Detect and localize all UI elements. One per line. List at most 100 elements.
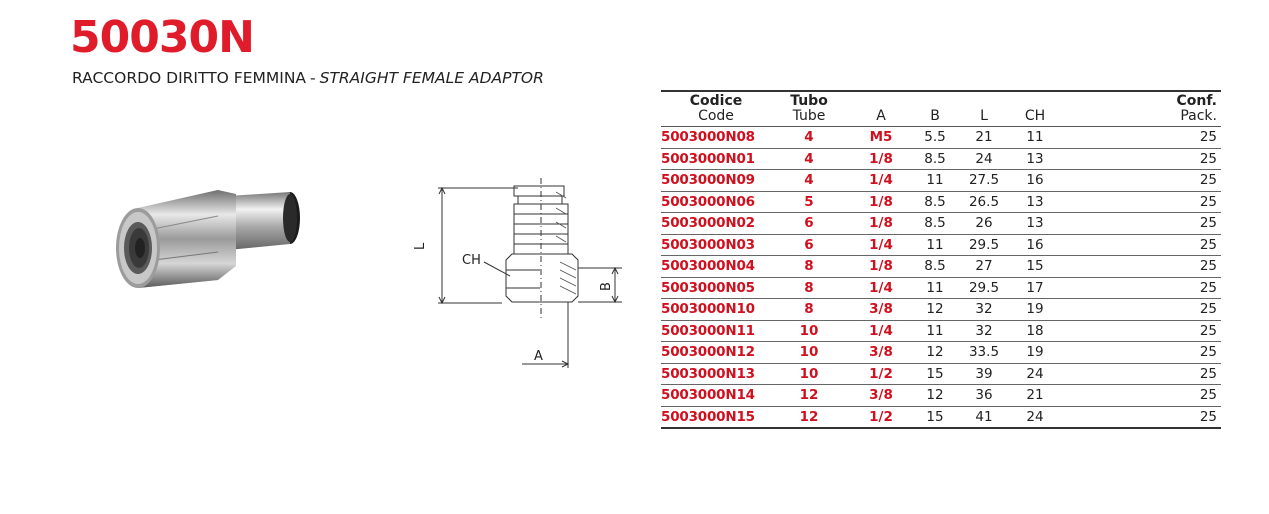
header-b: B [915, 90, 955, 127]
product-name-english: STRAIGHT FEMALE ADAPTOR [319, 69, 544, 87]
cell-b: 8.5 [915, 255, 955, 278]
cell-ch: 19 [1013, 341, 1057, 364]
cell-ch: 16 [1013, 169, 1057, 192]
cell-a: 1/8 [847, 212, 915, 235]
dimension-label-a: A [534, 349, 543, 364]
cell-code: 5003000N14 [661, 384, 771, 407]
cell-pack: 25 [1057, 363, 1221, 385]
cell-l: 39 [955, 363, 1013, 385]
technical-drawing: L CH B A [413, 178, 622, 368]
cell-tube: 8 [771, 277, 847, 299]
cell-l: 41 [955, 406, 1013, 429]
cell-code: 5003000N12 [661, 341, 771, 364]
cell-b: 11 [915, 169, 955, 192]
cell-a: 1/2 [847, 406, 915, 429]
cell-l: 29.5 [955, 277, 1013, 299]
cell-l: 36 [955, 384, 1013, 407]
cell-code: 5003000N02 [661, 212, 771, 235]
cell-tube: 5 [771, 191, 847, 213]
cell-code: 5003000N03 [661, 234, 771, 256]
header-code-it: Codice [689, 93, 743, 109]
cell-tube: 12 [771, 406, 847, 429]
cell-code: 5003000N09 [661, 169, 771, 192]
cell-code: 5003000N15 [661, 406, 771, 429]
cell-code: 5003000N13 [661, 363, 771, 385]
cell-b: 12 [915, 341, 955, 364]
cell-l: 24 [955, 148, 1013, 170]
header-pack-it: Conf. [1176, 93, 1217, 109]
cell-a: 1/8 [847, 191, 915, 213]
cell-ch: 13 [1013, 212, 1057, 235]
cell-b: 8.5 [915, 191, 955, 213]
cell-code: 5003000N05 [661, 277, 771, 299]
cell-l: 33.5 [955, 341, 1013, 364]
fitting-photo [116, 190, 300, 288]
cell-a: 1/4 [847, 320, 915, 342]
cell-pack: 25 [1057, 384, 1221, 407]
cell-pack: 25 [1057, 191, 1221, 213]
cell-code: 5003000N01 [661, 148, 771, 170]
subtitle-separator: - [310, 69, 316, 87]
cell-ch: 18 [1013, 320, 1057, 342]
cell-a: 1/8 [847, 148, 915, 170]
dimension-label-ch: CH [462, 253, 481, 268]
product-name-italian: RACCORDO DIRITTO FEMMINA [72, 69, 307, 87]
cell-code: 5003000N11 [661, 320, 771, 342]
cell-a: 1/4 [847, 277, 915, 299]
cell-pack: 25 [1057, 234, 1221, 256]
cell-tube: 10 [771, 363, 847, 385]
cell-tube: 10 [771, 341, 847, 364]
header-pack: Conf.Pack. [1057, 90, 1221, 127]
cell-l: 26 [955, 212, 1013, 235]
cell-a: 1/2 [847, 363, 915, 385]
cell-l: 26.5 [955, 191, 1013, 213]
cell-code: 5003000N04 [661, 255, 771, 278]
cell-l: 32 [955, 320, 1013, 342]
cell-l: 27 [955, 255, 1013, 278]
cell-b: 11 [915, 277, 955, 299]
product-code-title: 50030N [70, 12, 255, 63]
dimension-label-b: B [599, 282, 614, 291]
cell-a: 1/4 [847, 234, 915, 256]
header-code-en: Code [698, 108, 734, 124]
cell-code: 5003000N06 [661, 191, 771, 213]
cell-pack: 25 [1057, 298, 1221, 321]
cell-ch: 11 [1013, 126, 1057, 149]
cell-ch: 24 [1013, 406, 1057, 429]
header-ch: CH [1013, 90, 1057, 127]
cell-pack: 25 [1057, 169, 1221, 192]
header-tube-en: Tube [792, 108, 826, 124]
cell-ch: 17 [1013, 277, 1057, 299]
cell-b: 8.5 [915, 148, 955, 170]
cell-b: 5.5 [915, 126, 955, 149]
cell-b: 11 [915, 320, 955, 342]
cell-l: 29.5 [955, 234, 1013, 256]
cell-code: 5003000N08 [661, 126, 771, 149]
header-a: A [847, 90, 915, 127]
cell-ch: 24 [1013, 363, 1057, 385]
header-tube-it: Tubo [790, 93, 828, 109]
cell-ch: 13 [1013, 191, 1057, 213]
cell-pack: 25 [1057, 126, 1221, 149]
cell-a: 3/8 [847, 341, 915, 364]
cell-b: 15 [915, 363, 955, 385]
cell-b: 12 [915, 298, 955, 321]
header-l: L [955, 90, 1013, 127]
cell-ch: 16 [1013, 234, 1057, 256]
cell-tube: 8 [771, 298, 847, 321]
cell-l: 27.5 [955, 169, 1013, 192]
